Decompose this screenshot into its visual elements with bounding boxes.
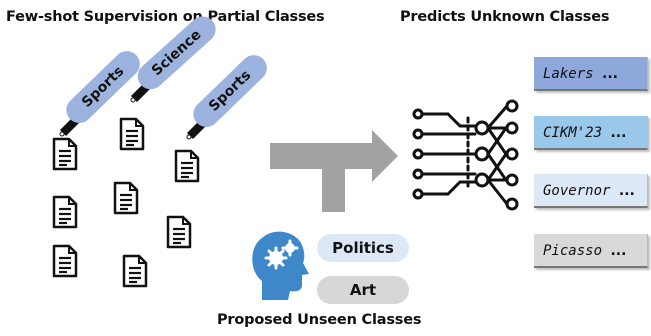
document-icon	[52, 195, 78, 229]
document-icon	[113, 181, 139, 215]
prediction-card-picasso: Picasso ...	[534, 234, 648, 268]
tag-sports-1: Sports	[60, 45, 146, 129]
prediction-card-governor: Governor ...	[534, 174, 648, 208]
document-icon	[166, 215, 192, 249]
right-section-title: Predicts Unknown Classes	[400, 9, 610, 25]
document-icon	[174, 149, 200, 183]
tag-sports-2: Sports	[187, 49, 273, 133]
proposed-class-politics: Politics	[317, 234, 409, 262]
bottom-section-title: Proposed Unseen Classes	[217, 312, 422, 328]
proposed-class-art: Art	[317, 276, 409, 304]
document-icon	[122, 254, 148, 288]
document-icon	[52, 137, 78, 171]
prediction-card-lakers: Lakers ...	[534, 57, 648, 91]
prediction-card-cikm: CIKM'23 ...	[534, 116, 648, 150]
document-icon	[52, 244, 78, 278]
document-icon	[119, 117, 145, 151]
left-section-title: Few-shot Supervision on Partial Classes	[6, 9, 325, 25]
